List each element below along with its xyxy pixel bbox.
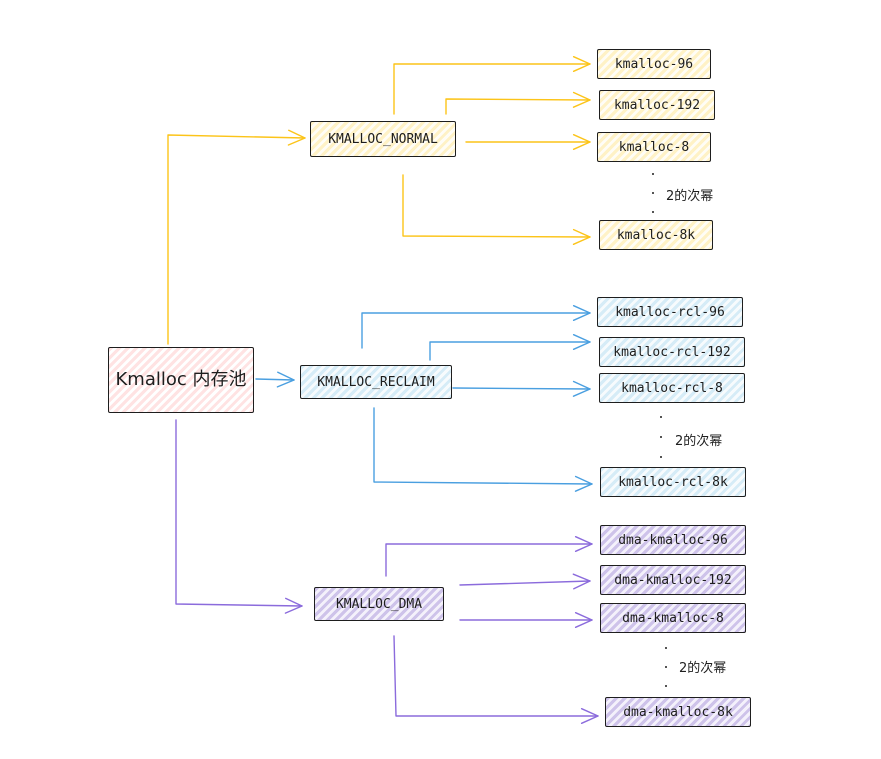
normal-ellipsis-note: 2的次幂 [666, 189, 714, 204]
arrowhead [572, 305, 591, 321]
cache-label: dma-kmalloc-8 [622, 610, 724, 626]
cache-label: kmalloc-192 [613, 97, 701, 113]
reclaim-ellipsis-note: 2的次幂 [675, 434, 723, 449]
root-node: Kmalloc 内存池 [108, 347, 254, 413]
edge-reclaim-to-rcl-96 [361, 312, 591, 349]
root-label: Kmalloc 内存池 [115, 369, 247, 390]
cache-label: kmalloc-rcl-192 [613, 344, 731, 360]
arrowhead [572, 56, 591, 72]
cache-label: dma-kmalloc-192 [614, 572, 732, 588]
cache-label: dma-kmalloc-96 [618, 532, 728, 548]
cache-normal-8k: kmalloc-8k [599, 220, 713, 250]
cache-label: kmalloc-rcl-8 [621, 380, 723, 396]
cache-dma-8: dma-kmalloc-8 [600, 603, 746, 633]
group-dma: KMALLOC_DMA [314, 587, 444, 621]
arrowhead [276, 371, 295, 388]
cache-reclaim-8: kmalloc-rcl-8 [599, 373, 745, 403]
arrowhead [572, 573, 591, 590]
cache-reclaim-96: kmalloc-rcl-96 [597, 297, 743, 327]
edge-root-to-normal [167, 134, 306, 345]
arrowhead [574, 536, 593, 552]
edge-reclaim-to-rcl-8 [452, 387, 591, 390]
cache-label: kmalloc-8 [618, 139, 690, 155]
cache-normal-192: kmalloc-192 [599, 90, 715, 120]
ellipsis-dot [660, 416, 662, 418]
edge-normal-to-kmalloc-8k [402, 174, 591, 238]
cache-dma-8k: dma-kmalloc-8k [605, 697, 751, 727]
arrowhead [572, 228, 591, 245]
edge-root-to-dma [175, 419, 303, 607]
group-dma-label: KMALLOC_DMA [335, 596, 423, 612]
ellipsis-dot [652, 211, 654, 213]
cache-dma-96: dma-kmalloc-96 [600, 525, 746, 555]
cache-label: dma-kmalloc-8k [623, 704, 733, 720]
cache-dma-192: dma-kmalloc-192 [600, 565, 746, 595]
cache-reclaim-8k: kmalloc-rcl-8k [600, 467, 746, 497]
cache-label: kmalloc-rcl-96 [615, 304, 725, 320]
arrowhead [580, 708, 599, 724]
ellipsis-dot [665, 685, 667, 687]
arrowhead [572, 380, 591, 397]
arrowhead [572, 334, 591, 350]
cache-normal-96: kmalloc-96 [597, 49, 711, 79]
cache-label: kmalloc-8k [616, 227, 696, 243]
ellipsis-dot [652, 173, 654, 175]
group-reclaim: KMALLOC_RECLAIM [300, 365, 452, 399]
arrowhead [574, 475, 593, 492]
ellipsis-dot [660, 456, 662, 458]
ellipsis-dot [665, 647, 667, 649]
dma-ellipsis-note: 2的次幂 [679, 661, 727, 676]
edge-dma-to-dma-8k [393, 635, 599, 717]
arrowhead [287, 129, 306, 146]
edge-normal-to-kmalloc-192 [445, 98, 591, 115]
group-normal-label: KMALLOC_NORMAL [328, 131, 438, 147]
cache-reclaim-192: kmalloc-rcl-192 [599, 337, 745, 367]
arrowhead [572, 134, 591, 150]
cache-label: kmalloc-rcl-8k [618, 474, 728, 490]
edge-root-to-reclaim [255, 378, 295, 381]
cache-normal-8: kmalloc-8 [597, 132, 711, 162]
edge-reclaim-to-rcl-192 [429, 341, 591, 361]
ellipsis-dot [665, 666, 667, 668]
edge-dma-to-dma-192 [459, 580, 591, 586]
edge-normal-to-kmalloc-96 [393, 63, 591, 115]
group-reclaim-label: KMALLOC_RECLAIM [317, 374, 435, 390]
ellipsis-dot [660, 436, 662, 438]
edge-dma-to-dma-96 [385, 543, 593, 577]
ellipsis-dot [652, 192, 654, 194]
arrowhead [284, 597, 303, 614]
edge-reclaim-to-rcl-8k [373, 407, 593, 485]
group-normal: KMALLOC_NORMAL [310, 121, 456, 157]
cache-label: kmalloc-96 [614, 56, 694, 72]
arrowhead [574, 612, 593, 628]
arrowhead [572, 91, 591, 108]
